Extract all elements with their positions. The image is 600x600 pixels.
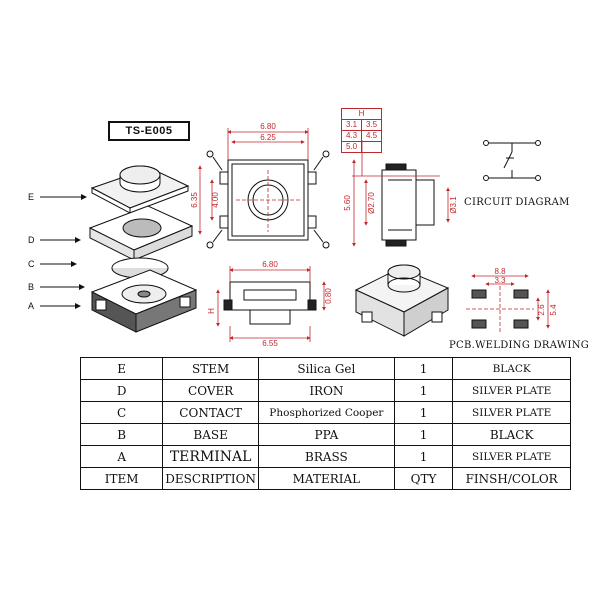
dim-front-width: 6.80	[262, 260, 278, 269]
assembled-view	[354, 264, 450, 337]
dim-top-height: 6.35	[190, 192, 199, 208]
bom-item: A	[79, 445, 164, 468]
table-row: C CONTACT Phosphorized Cooper 1 SILVER P…	[79, 401, 571, 424]
part-arrows	[40, 194, 87, 309]
bom-qty: 1	[393, 379, 454, 402]
front-view	[223, 281, 317, 325]
bom-item: C	[79, 401, 164, 424]
pcb-dims	[466, 274, 550, 334]
bom-finish: SILVER PLATE	[452, 401, 571, 424]
circuit-diagram-caption: CIRCUIT DIAGRAM	[464, 197, 570, 208]
dim-pcb-outer: 8.8	[494, 267, 506, 276]
h-table-cell: 4.5	[361, 130, 382, 142]
dim-top-inner: 6.25	[260, 133, 276, 142]
exploded-view	[88, 165, 198, 333]
bom-header-item: ITEM	[79, 467, 164, 490]
height-option-table: H 3.1 3.5 4.3 4.5 5.0	[341, 108, 382, 153]
h-table-cell: 4.3	[341, 130, 362, 142]
part-letter-d: D	[28, 235, 35, 245]
bom-material: IRON	[258, 379, 395, 402]
bill-of-materials: E STEM Silica Gel 1 BLACK D COVER IRON 1…	[79, 357, 571, 490]
table-row: E STEM Silica Gel 1 BLACK	[79, 357, 571, 380]
dim-front-height: 0.80	[324, 288, 333, 304]
bom-qty: 1	[393, 445, 454, 468]
dim-side-d2: Ø3.1	[449, 196, 458, 214]
part-letter-c: C	[28, 259, 35, 269]
circuit-diagram	[483, 140, 541, 181]
h-table-header: H	[341, 108, 382, 120]
bom-finish: BLACK	[452, 423, 571, 446]
bom-description: CONTACT	[162, 401, 260, 424]
dim-front-h: H	[207, 308, 216, 314]
bom-finish: SILVER PLATE	[452, 445, 571, 468]
part-letter-b: B	[28, 282, 35, 292]
table-row: A TERMINAL BRASS 1 SILVER PLATE	[79, 445, 571, 468]
dim-front-bottom: 6.55	[262, 339, 278, 348]
bom-header-material: MATERIAL	[258, 467, 395, 490]
h-table-cell	[361, 141, 382, 153]
dim-top-width: 6.80	[260, 122, 276, 131]
side-view-dims	[352, 140, 450, 247]
dim-side-diameter: Ø2.70	[367, 192, 376, 214]
front-view-dims	[216, 266, 326, 342]
bom-item: D	[79, 379, 164, 402]
bom-finish: BLACK	[452, 357, 571, 380]
top-view	[206, 150, 330, 249]
table-row: B BASE PPA 1 BLACK	[79, 423, 571, 446]
bom-header-finish: FINSH/COLOR	[452, 467, 571, 490]
h-table-cell: 3.1	[341, 119, 362, 131]
dim-side-height: 5.60	[343, 195, 352, 211]
bom-qty: 1	[393, 401, 454, 424]
table-header-row: ITEM DESCRIPTION MATERIAL QTY FINSH/COLO…	[79, 467, 571, 490]
bom-material: BRASS	[258, 445, 395, 468]
bom-header-qty: QTY	[393, 467, 454, 490]
bom-description: TERMINAL	[162, 445, 260, 468]
bom-qty: 1	[393, 357, 454, 380]
dim-pcb-inner: 3.3	[494, 276, 506, 285]
bom-material: Silica Gel	[258, 357, 395, 380]
bom-qty: 1	[393, 423, 454, 446]
h-table-cell: 3.5	[361, 119, 382, 131]
pcb-pads	[471, 289, 529, 329]
part-letter-e: E	[28, 192, 35, 202]
technical-drawing: 6.80 6.25 6.35 4.00 5.60 Ø2.70 Ø3.1	[40, 122, 558, 348]
bom-material: Phosphorized Cooper	[258, 401, 395, 424]
part-letter-a: A	[28, 301, 35, 311]
side-view	[381, 163, 435, 247]
bom-description: BASE	[162, 423, 260, 446]
bom-item: B	[79, 423, 164, 446]
dim-top-inner-height: 4.00	[211, 192, 220, 208]
dim-pcb-v2: 5.4	[549, 304, 558, 316]
pcb-drawing-caption: PCB.WELDING DRAWING	[449, 340, 590, 351]
model-label: TS-E005	[108, 121, 190, 141]
dim-pcb-v1: 2.6	[537, 304, 546, 316]
h-table-cell: 5.0	[341, 141, 362, 153]
bom-finish: SILVER PLATE	[452, 379, 571, 402]
bom-description: STEM	[162, 357, 260, 380]
bom-description: COVER	[162, 379, 260, 402]
bom-header-description: DESCRIPTION	[162, 467, 260, 490]
top-view-dims	[198, 128, 309, 235]
bom-material: PPA	[258, 423, 395, 446]
bom-item: E	[79, 357, 164, 380]
table-row: D COVER IRON 1 SILVER PLATE	[79, 379, 571, 402]
